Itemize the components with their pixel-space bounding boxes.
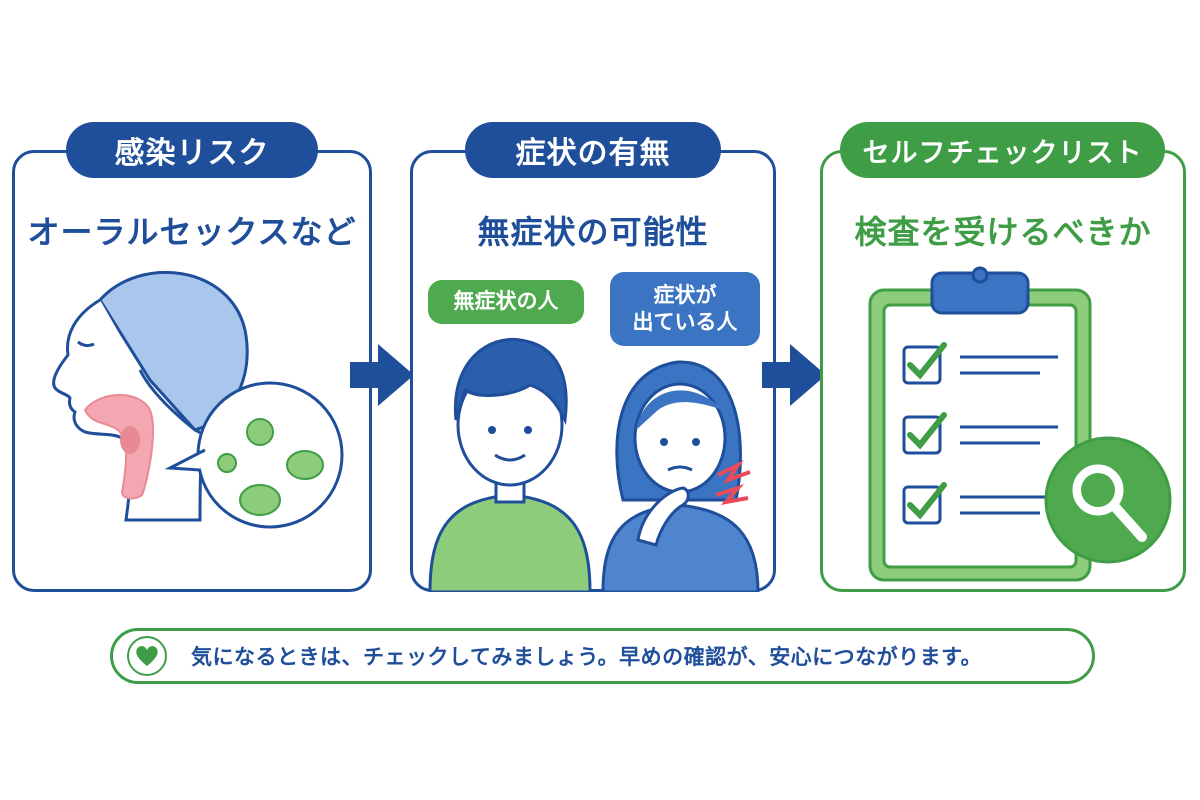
- message-bar: 気になるときは、チェックしてみましょう。早めの確認が、安心につながります。: [110, 628, 1095, 684]
- arrow-right-icon: [350, 344, 414, 406]
- tab-infection-risk: 感染リスク: [66, 122, 318, 178]
- label-asymptomatic: 無症状の人: [428, 280, 584, 324]
- boy-icon: [428, 337, 592, 592]
- arrow-right-icon: [762, 344, 826, 406]
- subtitle-symptoms: 無症状の可能性: [477, 213, 709, 251]
- tab-self-check: セルフチェックリスト: [840, 122, 1165, 178]
- magnifier-icon: [1044, 436, 1172, 564]
- germ-bubble-icon: [217, 418, 324, 516]
- subtitle-infection-risk: オーラルセックスなど: [27, 213, 357, 251]
- label-symptomatic-line1: 症状が: [653, 282, 717, 307]
- heart-icon: [127, 636, 167, 676]
- message-text: 気になるときは、チェックしてみましょう。早めの確認が、安心につながります。: [191, 645, 983, 669]
- head-profile-icon: [52, 270, 344, 529]
- woman-sore-throat-icon: [601, 360, 760, 592]
- label-symptomatic-line2: 出ている人: [632, 310, 738, 334]
- subtitle-self-check: 検査を受けるべきか: [854, 213, 1152, 251]
- tab-symptoms: 症状の有無: [465, 122, 721, 178]
- label-symptomatic: 症状が 出ている人: [610, 272, 760, 346]
- clipboard-checklist-icon: [868, 266, 1172, 582]
